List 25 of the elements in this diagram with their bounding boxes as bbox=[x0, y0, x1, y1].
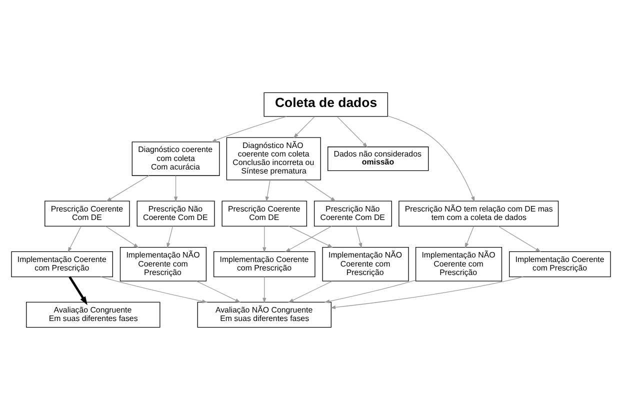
arrow bbox=[174, 174, 178, 202]
arrow bbox=[68, 276, 88, 305]
arrow bbox=[330, 276, 524, 309]
arrow bbox=[262, 225, 266, 252]
arrow bbox=[211, 116, 287, 142]
node-box: Coleta de dados bbox=[264, 92, 388, 116]
arrow bbox=[166, 225, 174, 248]
arrow bbox=[68, 225, 82, 252]
arrow bbox=[285, 225, 332, 252]
arrow bbox=[265, 179, 270, 202]
arrow bbox=[498, 225, 541, 252]
arrow bbox=[105, 225, 139, 248]
arrow bbox=[324, 279, 416, 303]
arrow bbox=[464, 225, 474, 248]
arrow bbox=[293, 116, 315, 138]
arrow bbox=[106, 174, 150, 202]
arrow bbox=[288, 280, 332, 302]
arrow bbox=[196, 280, 241, 302]
arrow bbox=[262, 276, 266, 303]
arrow bbox=[100, 276, 208, 303]
arrow bbox=[336, 116, 368, 148]
arrow bbox=[356, 225, 362, 248]
arrow bbox=[304, 179, 336, 201]
arrow bbox=[387, 115, 475, 202]
arrow bbox=[288, 225, 333, 248]
